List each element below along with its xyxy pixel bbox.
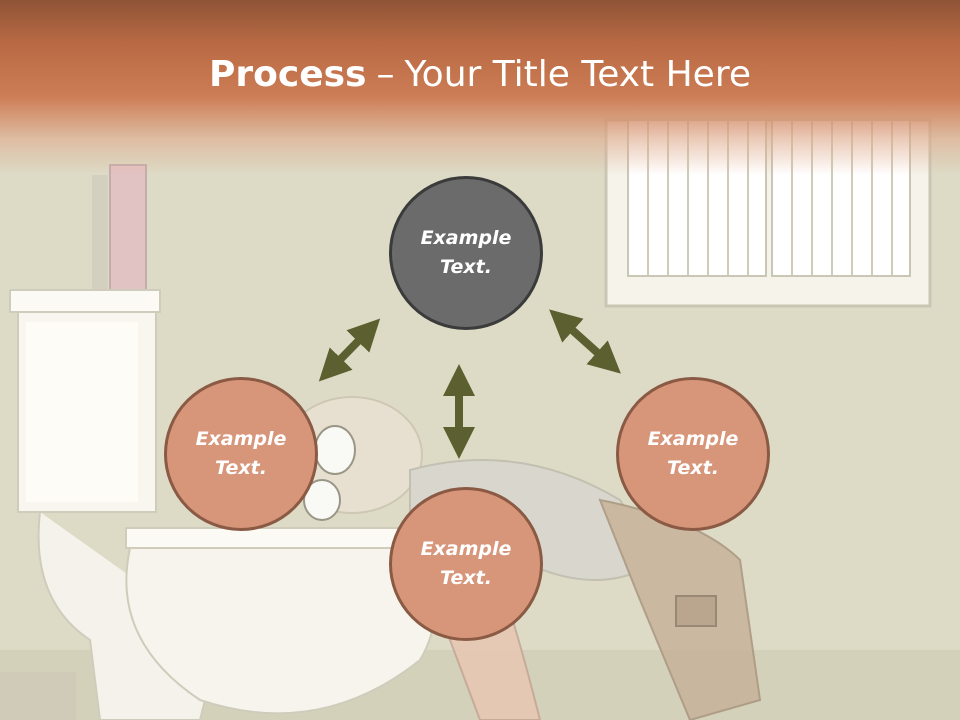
title-separator: – [376,54,395,95]
step-label-line2: Text. [215,457,267,479]
process-step-left: Example Text. [164,377,318,531]
process-step-right: Example Text. [616,377,770,531]
title-header: Process–Your Title Text Here [0,0,960,175]
step-label-line2: Text. [440,567,492,589]
step-label-line1: Example [420,227,512,249]
process-step-center: Example Text. [389,176,543,330]
step-label-line1: Example [195,428,287,450]
step-label-line1: Example [647,428,739,450]
toilet-illustration [0,289,436,720]
step-label-line2: Text. [440,256,492,278]
step-label-line2: Text. [667,457,719,479]
step-label-line1: Example [420,538,512,560]
process-step-bottom: Example Text. [389,487,543,641]
title-bold-text: Process [208,54,367,95]
slide-title: Process–Your Title Text Here [0,52,960,98]
title-rest-text: Your Title Text Here [404,54,751,95]
